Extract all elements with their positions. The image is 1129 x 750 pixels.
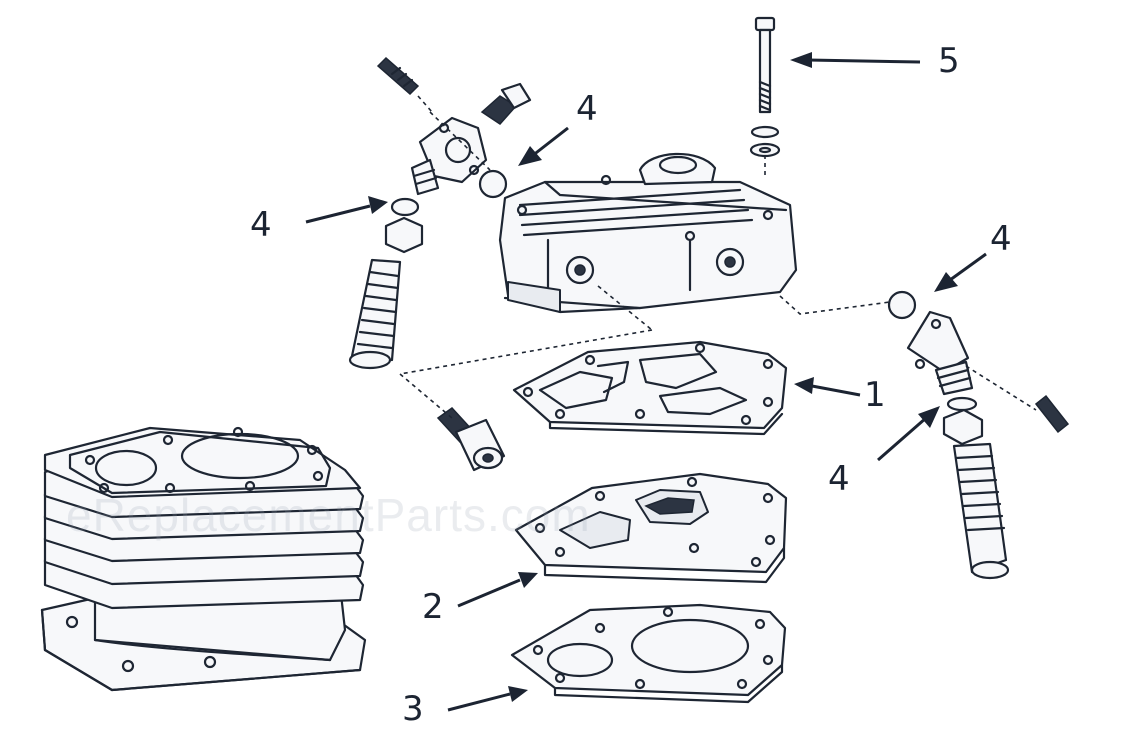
cylinder-block — [40, 426, 367, 692]
callout-label-1: 1 — [864, 375, 886, 415]
valve-plate-2 — [514, 472, 788, 584]
watermark-text: eReplacementParts.com — [66, 489, 591, 541]
callout-label-4-left: 4 — [250, 205, 272, 245]
callout-label-5: 5 — [938, 41, 960, 81]
callout-label-4-right-top: 4 — [990, 219, 1012, 259]
head-bolt-5 — [749, 16, 781, 175]
gasket-3 — [510, 603, 787, 704]
right-fitting-assembly — [887, 290, 1070, 580]
callout-arrows — [305, 52, 987, 712]
callout-label-2: 2 — [422, 587, 444, 627]
callout-label-4-right-bottom: 4 — [828, 459, 850, 499]
callout-label-3: 3 — [402, 689, 424, 729]
cylinder-head — [498, 152, 798, 314]
lower-left-fitting — [436, 407, 506, 472]
callout-label-4-top: 4 — [576, 89, 598, 129]
left-fitting-assembly — [348, 56, 532, 370]
gasket-1 — [512, 340, 788, 436]
alignment-lines — [399, 111, 891, 419]
